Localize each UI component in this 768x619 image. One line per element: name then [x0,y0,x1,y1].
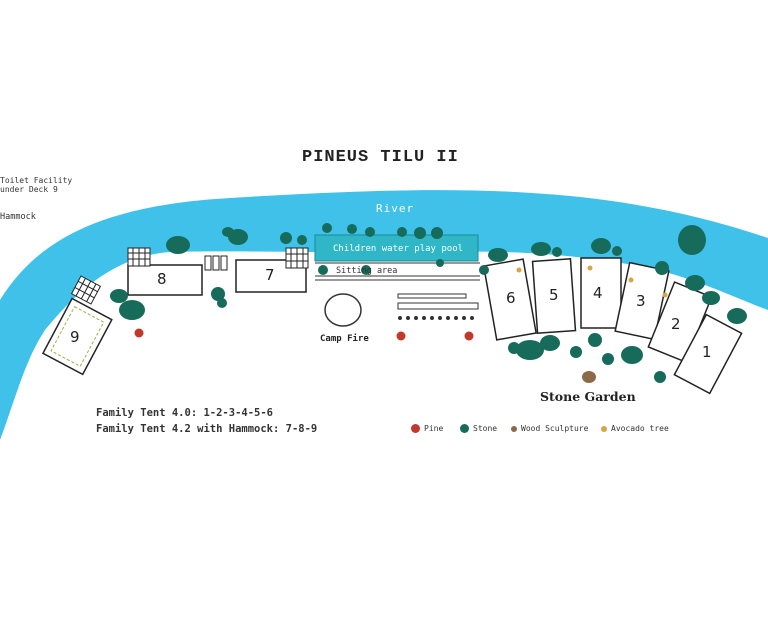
legend-pine-label: Pine [424,424,444,433]
legend-wood-label: Wood Sculpture [521,424,589,433]
tent-9 [41,297,113,376]
wood-sculpture [582,371,596,383]
tent-3-number: 3 [636,292,646,310]
deck-grid-9 [70,275,102,305]
river [0,190,768,440]
tent-4-number: 4 [593,284,603,302]
small-units [204,255,228,271]
tent-3 [614,261,670,341]
pines [134,328,474,341]
wood-sculpture-icon [511,425,517,432]
legend-avocado-label: Avocado tree [611,424,669,433]
benches [397,293,479,310]
children-pool [314,234,479,262]
camp-fire-label: Camp Fire [320,334,369,344]
deck-grid-7 [285,247,309,269]
legend-wood: Wood Sculpture [511,424,588,433]
tent-8 [127,264,203,296]
river-label: River [376,202,415,215]
avocado-icon [601,425,607,432]
deck-grid-8 [127,247,151,267]
tent-6-number: 6 [506,289,516,307]
pine-icon [411,424,420,433]
toilet-note-line1: Toilet Facility [0,176,73,185]
tent-6 [482,258,537,341]
legend-pine: Pine [411,424,443,433]
tent-5 [531,257,577,335]
family-tent-line1: Family Tent 4.0: 1-2-3-4-5-6 [96,407,274,419]
sitting-area [315,262,480,281]
family-tent-line2: Family Tent 4.2 with Hammock: 7-8-9 [96,423,318,435]
tent-1-number: 1 [702,343,712,361]
stone-garden-label: Stone Garden [540,389,636,404]
tent-8-number: 8 [157,270,167,288]
bench-dots [398,316,474,320]
legend-stone-label: Stone [473,424,498,433]
stones [110,223,747,383]
hammock-note: Hammock [0,212,36,222]
tent-7-number: 7 [265,266,275,284]
tent-2-number: 2 [671,315,681,333]
camp-fire [324,293,362,327]
pool-label: Children water play pool [333,244,464,254]
stone-icon [460,424,469,433]
toilet-note-line2: under Deck 9 [0,185,58,194]
map-title: PINEUS TILU II [302,148,459,167]
tent-4 [580,257,622,329]
legend-avocado: Avocado tree [601,424,669,433]
legend-stone: Stone [460,424,497,433]
tent-1 [673,313,743,395]
sitting-area-label: Sitting area [336,266,398,276]
tent-9-number: 9 [70,328,80,346]
avocado-trees [516,265,668,298]
tent-5-number: 5 [549,286,559,304]
